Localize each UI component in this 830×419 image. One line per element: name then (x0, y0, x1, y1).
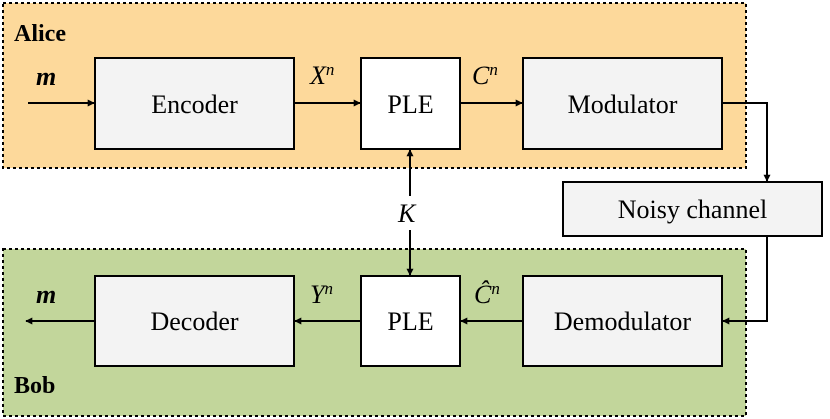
ple-top-label: PLE (387, 90, 433, 119)
arrow-modulator-to-channel (722, 102, 771, 182)
ple-bottom-label: PLE (387, 307, 433, 336)
modulator-label: Modulator (568, 90, 678, 119)
demodulator-block: Demodulator (522, 275, 723, 367)
decoder-block: Decoder (94, 275, 295, 367)
ple-top-block: PLE (360, 57, 461, 150)
decoder-label: Decoder (150, 307, 238, 336)
label-decrypted: Yn (310, 279, 333, 309)
arrow-channel-to-demodulator (722, 236, 768, 325)
label-key: K (397, 199, 417, 228)
label-ciphertext: Cn (472, 60, 498, 90)
label-message-out: m (36, 280, 56, 309)
noisy-channel-label: Noisy channel (618, 195, 767, 224)
modulator-block: Modulator (522, 57, 723, 150)
ple-bottom-block: PLE (360, 275, 461, 367)
label-received: Ĉn (474, 279, 500, 309)
bob-label: Bob (14, 373, 55, 399)
label-message-in: m (36, 62, 56, 91)
alice-label: Alice (14, 21, 66, 47)
encoder-label: Encoder (151, 90, 238, 119)
label-encoded: Xn (309, 60, 334, 90)
encoder-block: Encoder (94, 57, 295, 150)
noisy-channel-block: Noisy channel (562, 181, 823, 237)
demodulator-label: Demodulator (554, 307, 692, 336)
